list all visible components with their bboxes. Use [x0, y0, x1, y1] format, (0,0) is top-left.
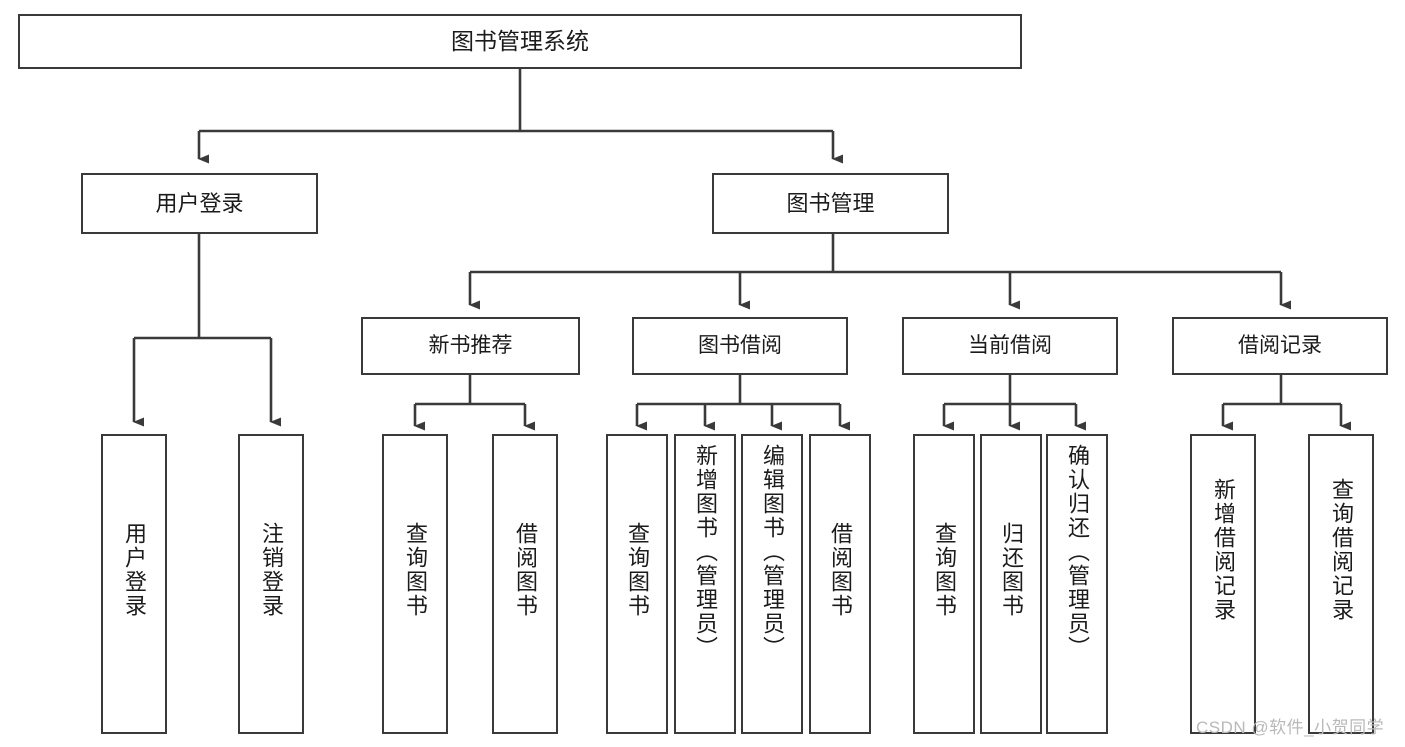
node-label: 新增图书（管理员）: [693, 444, 718, 660]
leaf-logout[interactable]: 注销登录: [238, 434, 304, 734]
node-label: 查询图书: [625, 522, 650, 618]
node-label: 图书管理: [786, 190, 875, 216]
leaf-edit-book[interactable]: 编辑图书（管理员）: [741, 434, 803, 734]
node-current-borrow[interactable]: 当前借阅: [902, 317, 1118, 375]
node-user-login[interactable]: 用户登录: [81, 173, 318, 234]
node-label: 用户登录: [155, 190, 244, 216]
node-label: 新书推荐: [428, 333, 513, 357]
node-label: 借阅图书: [513, 522, 538, 618]
leaf-query-record[interactable]: 查询借阅记录: [1308, 434, 1374, 734]
node-label: 图书借阅: [698, 333, 782, 357]
node-new-book-recommend[interactable]: 新书推荐: [361, 317, 580, 375]
leaf-user-login[interactable]: 用户登录: [101, 434, 167, 734]
node-label: 借阅记录: [1238, 333, 1322, 357]
leaf-add-record[interactable]: 新增借阅记录: [1190, 434, 1256, 734]
leaf-query-book-1[interactable]: 查询图书: [382, 434, 448, 734]
leaf-query-book-3[interactable]: 查询图书: [913, 434, 975, 734]
node-label: 确认归还（管理员）: [1065, 444, 1090, 660]
leaf-return-book[interactable]: 归还图书: [980, 434, 1042, 734]
node-label: 查询图书: [403, 522, 428, 618]
node-label: 查询借阅记录: [1329, 478, 1354, 622]
node-label: 图书管理系统: [451, 28, 589, 55]
node-label: 新增借阅记录: [1211, 478, 1236, 622]
node-label: 注销登录: [259, 522, 284, 618]
node-borrow-record[interactable]: 借阅记录: [1172, 317, 1388, 375]
node-label: 当前借阅: [968, 333, 1052, 357]
leaf-borrow-book-2[interactable]: 借阅图书: [809, 434, 871, 734]
node-book-borrow[interactable]: 图书借阅: [632, 317, 848, 375]
node-label: 归还图书: [999, 522, 1024, 618]
node-root-book-management-system[interactable]: 图书管理系统: [18, 14, 1022, 69]
node-book-management[interactable]: 图书管理: [712, 173, 949, 234]
leaf-borrow-book-1[interactable]: 借阅图书: [492, 434, 558, 734]
node-label: 查询图书: [932, 522, 957, 618]
node-label: 用户登录: [122, 522, 147, 618]
node-label: 编辑图书（管理员）: [760, 444, 785, 660]
leaf-add-book[interactable]: 新增图书（管理员）: [674, 434, 736, 734]
leaf-query-book-2[interactable]: 查询图书: [606, 434, 668, 734]
leaf-confirm-return[interactable]: 确认归还（管理员）: [1046, 434, 1108, 734]
node-label: 借阅图书: [828, 522, 853, 618]
